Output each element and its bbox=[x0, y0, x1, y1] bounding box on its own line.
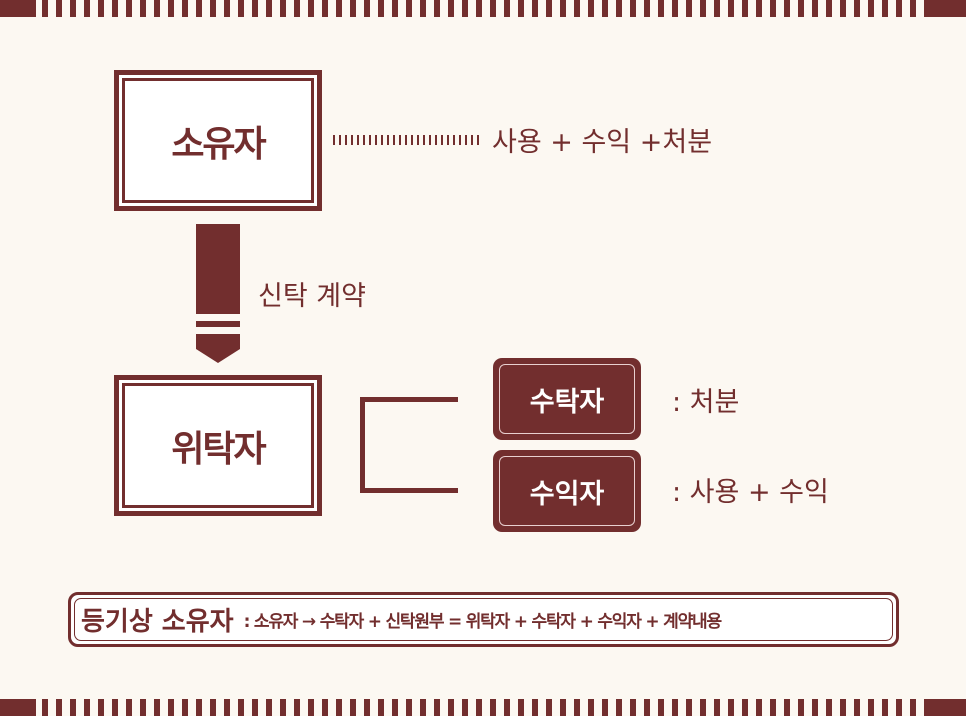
owner-box: 소유자 bbox=[114, 70, 322, 211]
dotted-connector bbox=[333, 135, 481, 145]
note-title: 등기상 소유자 bbox=[81, 607, 234, 637]
owner-rights: 사용 + 수익 +처분 bbox=[492, 127, 713, 158]
bracket-connector bbox=[360, 397, 458, 493]
registry-owner-note: 등기상 소유자 : 소유자 → 수탁자 + 신탁원부 = 위탁자 + 수탁자 +… bbox=[68, 592, 899, 647]
owner-label: 소유자 bbox=[122, 78, 314, 203]
trustor-box: 위탁자 bbox=[114, 375, 322, 516]
contract-label: 신탁 계약 bbox=[258, 281, 366, 312]
trustor-label: 위탁자 bbox=[122, 383, 314, 508]
note-body: : 소유자 → 수탁자 + 신탁원부 = 위탁자 + 수탁자 + 수익자 + 계… bbox=[243, 612, 723, 632]
top-stripe-border bbox=[0, 0, 966, 17]
bottom-stripe-border bbox=[0, 699, 966, 716]
beneficiary-right: : 사용 + 수익 bbox=[672, 477, 829, 508]
trustee-box: 수탁자 bbox=[493, 358, 641, 440]
beneficiary-label: 수익자 bbox=[499, 456, 635, 526]
beneficiary-box: 수익자 bbox=[493, 450, 641, 532]
trustee-label: 수탁자 bbox=[499, 364, 635, 434]
down-arrow-icon bbox=[196, 224, 240, 363]
trustee-right: : 처분 bbox=[672, 387, 740, 418]
